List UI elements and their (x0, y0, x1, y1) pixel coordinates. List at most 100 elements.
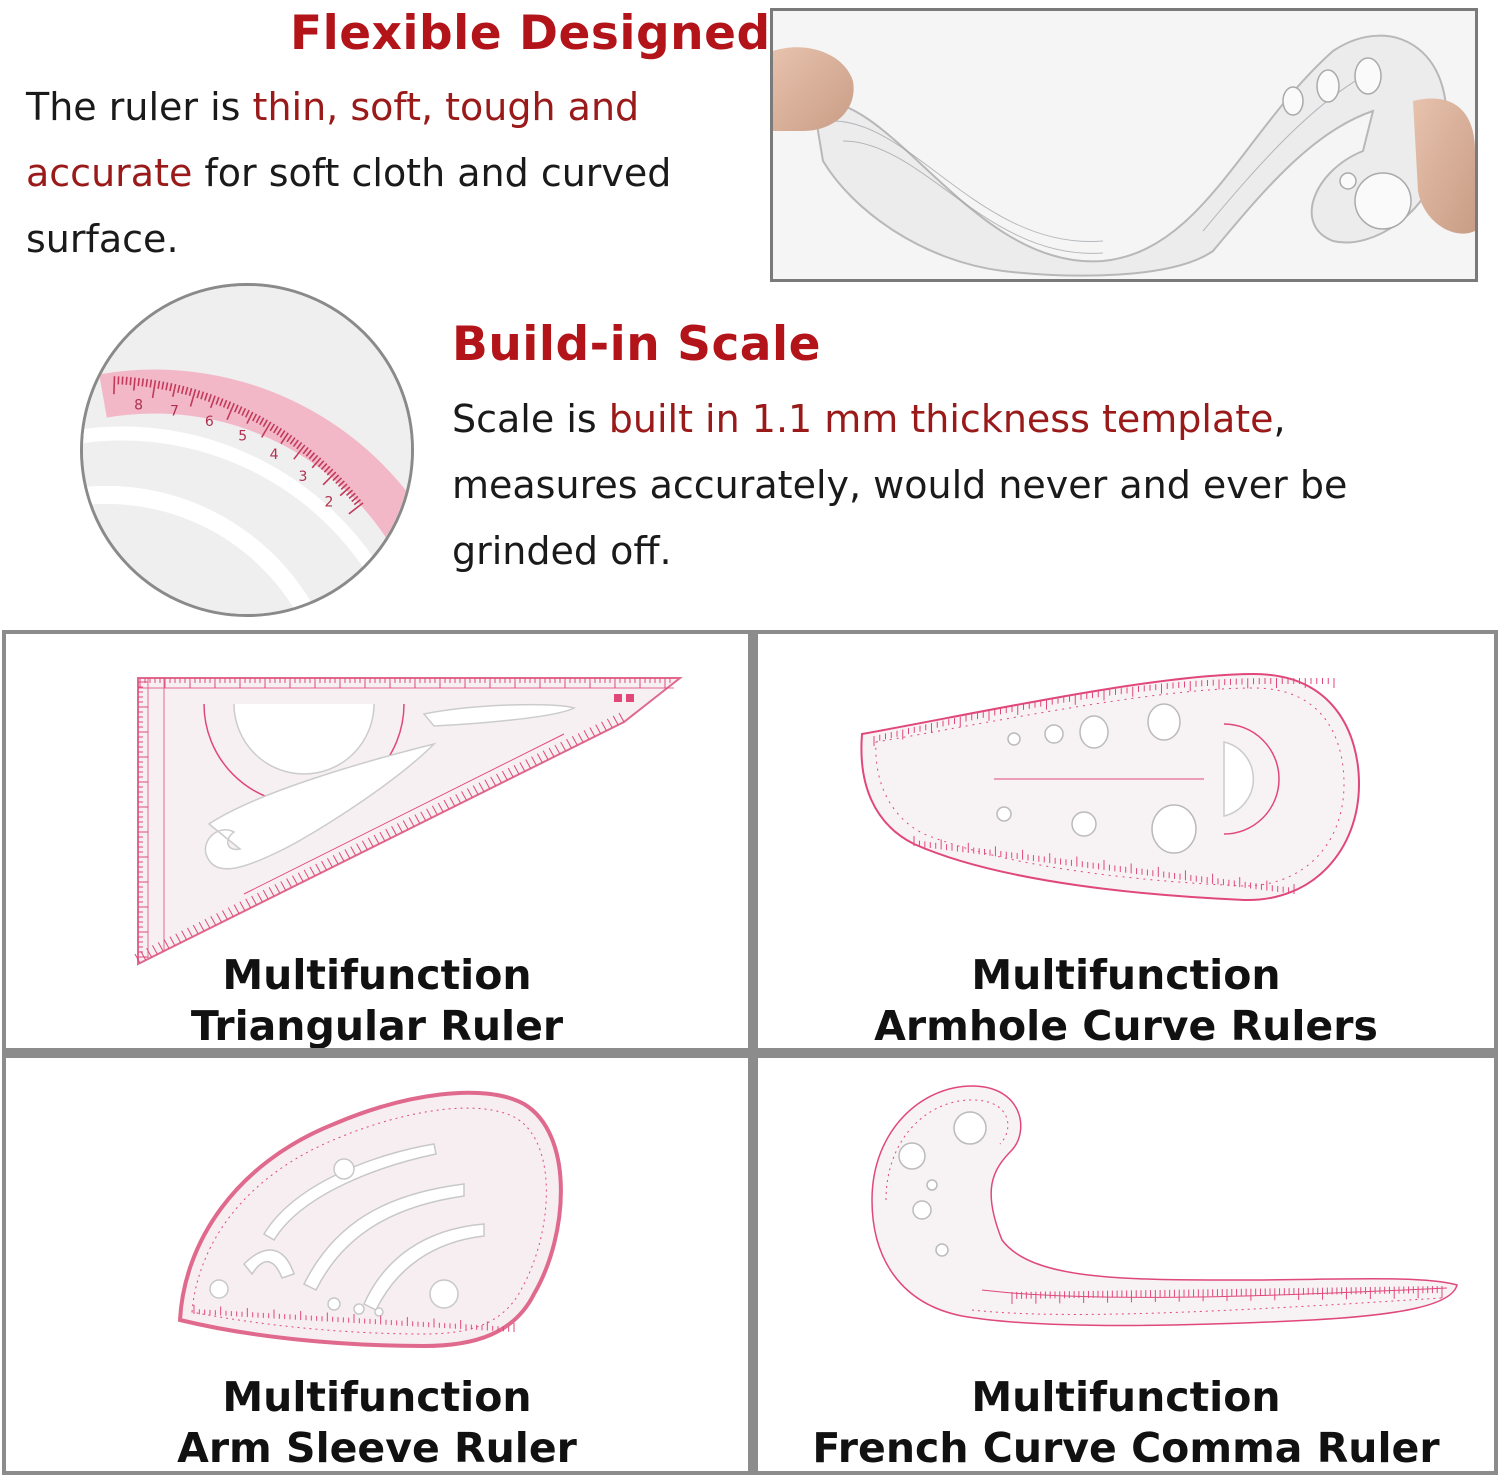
ruler-tick (320, 462, 328, 470)
ruler-tick (311, 454, 319, 462)
scale-tick-number: 8 (134, 398, 143, 414)
ruler-tick (507, 767, 514, 778)
ruler-tick (198, 921, 205, 932)
product-card-armhole-curve-rulers: Multifunction Armhole Curve Rulers (758, 634, 1494, 1048)
ruler-tick (338, 852, 345, 862)
ruler-tick (326, 857, 333, 868)
ruler-tick (134, 953, 141, 964)
scale-tick-number: 6 (205, 414, 214, 430)
ruler-tick (216, 913, 223, 923)
flexible-ruler-photo (770, 8, 1478, 282)
flexible-designed-title: Flexible Designed (290, 6, 771, 61)
build-in-scale-description: Scale is built in 1.1 mm thickness templ… (452, 386, 1492, 584)
ruler-tick (322, 471, 337, 486)
flexible-line2-highlight: accurate (26, 151, 193, 195)
ruler-tick (484, 779, 491, 790)
ruler-tick (244, 409, 250, 418)
ruler-tick (252, 413, 258, 422)
ruler-tick (461, 791, 467, 801)
ruler-tick (279, 430, 286, 438)
flexible-designed-description: The ruler is thin, soft, tough and accur… (26, 74, 766, 272)
ruler-tick (308, 452, 316, 460)
product-grid: Multifunction Triangular Ruler Multifun (2, 630, 1498, 1475)
ruler-tick (125, 376, 128, 385)
ruler-tick (269, 423, 276, 432)
ruler-tick (274, 884, 281, 894)
french-curve-comma-ruler-label: Multifunction French Curve Comma Ruler (758, 1372, 1494, 1471)
ruler-tick (414, 814, 421, 824)
ruler-tick (152, 945, 158, 955)
arm-sleeve-ruler-label-line1: Multifunction (222, 1373, 532, 1421)
product-card-arm-sleeve-ruler: Multifunction Arm Sleeve Ruler (6, 1058, 748, 1471)
ruler-tick (571, 735, 578, 746)
ruler-tick (157, 942, 164, 952)
ruler-tick (501, 770, 508, 781)
flexible-line-1: The ruler is thin, soft, tough and (26, 74, 766, 140)
ruler-tick (466, 788, 473, 798)
scale-line-3: grinded off. (452, 529, 672, 573)
ruler-tick (286, 878, 293, 888)
ruler-tick (226, 402, 235, 421)
ruler-tick (171, 383, 177, 397)
ruler-tick (315, 863, 322, 874)
ruler-tick (303, 869, 310, 880)
product-card-triangular-ruler: Multifunction Triangular Ruler (6, 634, 748, 1048)
ruler-tick (219, 398, 224, 407)
scale-line1-plain: Scale is (452, 397, 609, 441)
ruler-tick (612, 715, 619, 726)
ruler-tick (276, 427, 283, 436)
ruler-tick (346, 489, 354, 496)
ruler-tick (192, 924, 199, 935)
triangular-ruler-label-line2: Triangular Ruler (190, 1002, 564, 1048)
ruler-tick (335, 477, 343, 485)
ruler-tick (326, 468, 334, 476)
grid-divider-horizontal (6, 1048, 1494, 1058)
ruler-tick (496, 773, 502, 784)
ruler-tick (525, 759, 532, 769)
ruler-tick (113, 376, 116, 395)
ruler-tick (323, 465, 331, 473)
ruler-tick (141, 378, 145, 387)
ruler-tick (478, 782, 485, 792)
product-card-french-curve-comma-ruler: Multifunction French Curve Comma Ruler (758, 1058, 1494, 1471)
ruler-tick (566, 738, 572, 749)
ruler-tick (353, 498, 361, 506)
ruler-tick (402, 820, 409, 830)
ruler-tick (373, 834, 380, 845)
ruler-tick (184, 386, 189, 395)
ruler-tick (309, 866, 316, 877)
ruler-tick (348, 502, 364, 515)
ruler-tick (589, 727, 596, 737)
scale-line-1: Scale is built in 1.1 mm thickness templ… (452, 386, 1492, 452)
ruler-tick (181, 930, 188, 941)
ruler-tick (618, 712, 625, 723)
ruler-tick (302, 446, 309, 455)
scale-tick-number: 7 (170, 404, 179, 420)
scale-tick-number: 5 (238, 428, 247, 444)
armhole-curve-rulers-label-line2: Armhole Curve Rulers (874, 1002, 1378, 1048)
ruler-tick (351, 495, 359, 503)
ruler-tick (175, 933, 182, 943)
ruler-tick (169, 383, 173, 392)
ruler-tick (246, 411, 254, 424)
ruler-tick (169, 936, 176, 946)
scale-line1-comma: , (1273, 397, 1286, 441)
ruler-tick (337, 480, 345, 487)
flexible-line-2: accurate for soft cloth and curved (26, 140, 766, 206)
ruler-tick (227, 907, 234, 917)
armhole-curve-rulers-label: Multifunction Armhole Curve Rulers (758, 950, 1494, 1048)
ruler-tick (490, 776, 497, 787)
ruler-tick (137, 377, 140, 387)
arm-sleeve-ruler-illustration (177, 1090, 563, 1349)
ruler-tick (344, 849, 351, 859)
ruler-tick (262, 419, 268, 428)
ruler-tick (204, 918, 211, 929)
ruler-tick (280, 881, 287, 891)
french-curve-comma-ruler-label-line2: French Curve Comma Ruler (812, 1424, 1440, 1471)
ruler-tick (180, 385, 185, 394)
ruler-tick (531, 756, 537, 766)
ruler-tick (292, 439, 299, 447)
ruler-tick (437, 802, 444, 813)
